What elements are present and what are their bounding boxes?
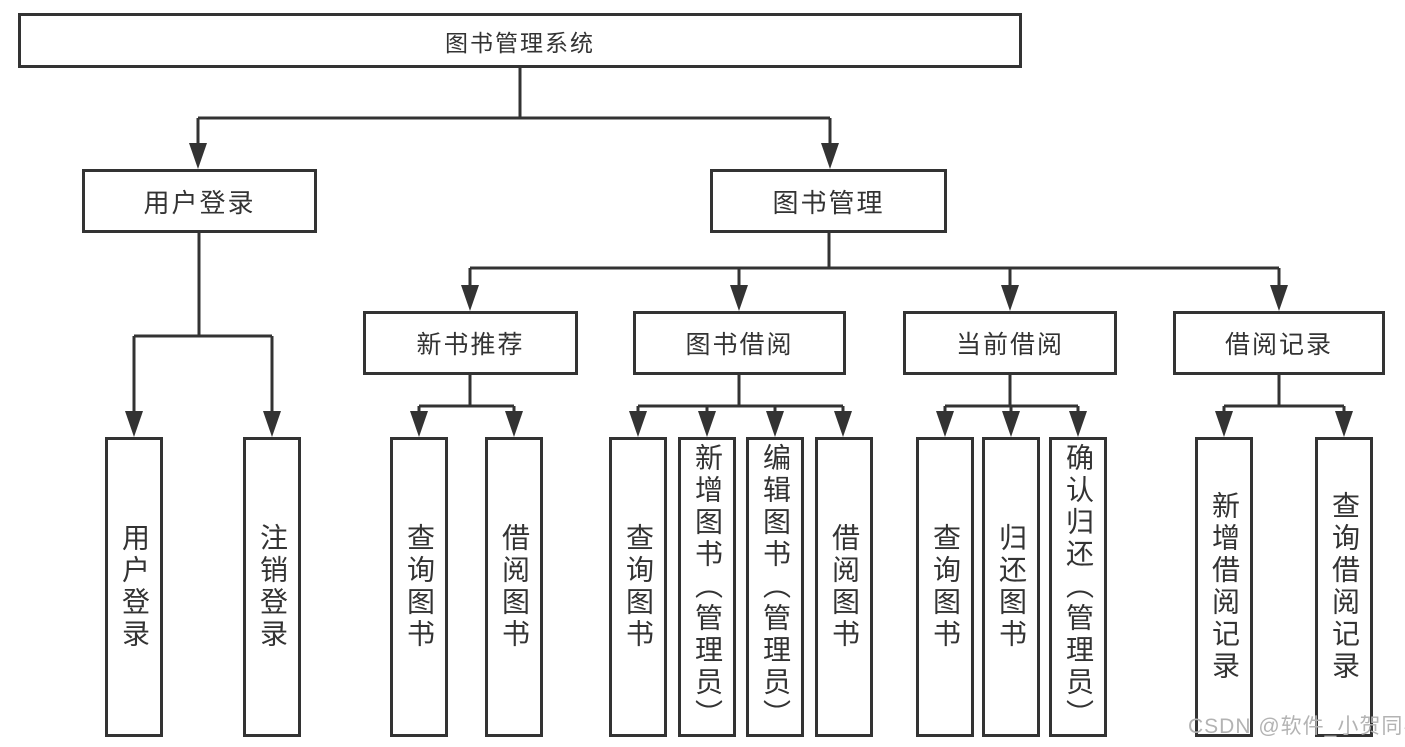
leaf-user-login: 用户登录 [105,437,163,737]
leaf-borrow-books-1-label: 借阅图书 [499,523,530,651]
node-current-borrowing: 当前借阅 [903,311,1117,375]
node-book-management: 图书管理 [710,169,947,233]
leaf-return-book: 归还图书 [982,437,1040,737]
csdn-watermark: CSDN @软件_小贺同学 [1188,715,1405,738]
leaf-borrow-books-2: 借阅图书 [815,437,873,737]
leaf-add-borrow-record-label: 新增借阅记录 [1209,491,1240,683]
leaf-query-books-3: 查询图书 [916,437,974,737]
node-root: 图书管理系统 [18,13,1022,68]
leaf-query-borrow-record-label: 查询借阅记录 [1329,491,1360,683]
node-new-book-recommend: 新书推荐 [363,311,578,375]
leaf-add-book-admin-label: 新增图书（管理员） [692,443,723,731]
node-borrowing-records-label: 借阅记录 [1224,331,1333,359]
leaf-query-books-3-label: 查询图书 [930,523,961,651]
node-user-login: 用户登录 [82,169,317,233]
node-user-login-label: 用户登录 [143,187,256,218]
leaf-query-books-1: 查询图书 [390,437,448,737]
node-borrowing-records: 借阅记录 [1173,311,1385,375]
arrowheads [125,143,1353,437]
leaf-edit-book-admin-label: 编辑图书（管理员） [760,443,791,731]
node-root-label: 图书管理系统 [445,29,595,56]
node-book-management-label: 图书管理 [772,187,885,218]
node-new-book-recommend-label: 新书推荐 [416,331,525,359]
leaf-confirm-return-admin-label: 确认归还（管理员） [1063,443,1094,731]
leaf-edit-book-admin: 编辑图书（管理员） [746,437,804,737]
leaf-query-borrow-record: 查询借阅记录 [1315,437,1373,737]
node-book-borrowing: 图书借阅 [633,311,846,375]
leaf-query-books-1-label: 查询图书 [404,523,435,651]
leaf-logout-label: 注销登录 [257,523,288,651]
leaf-query-books-2-label: 查询图书 [623,523,654,651]
leaf-user-login-label: 用户登录 [119,523,150,651]
leaf-logout: 注销登录 [243,437,301,737]
leaf-add-borrow-record: 新增借阅记录 [1195,437,1253,737]
leaf-add-book-admin: 新增图书（管理员） [678,437,736,737]
leaf-confirm-return-admin: 确认归还（管理员） [1049,437,1107,737]
node-current-borrowing-label: 当前借阅 [955,331,1064,359]
leaf-return-book-label: 归还图书 [996,523,1027,651]
leaf-borrow-books-2-label: 借阅图书 [829,523,860,651]
leaf-borrow-books-1: 借阅图书 [485,437,543,737]
leaf-query-books-2: 查询图书 [609,437,667,737]
node-book-borrowing-label: 图书借阅 [685,331,794,359]
